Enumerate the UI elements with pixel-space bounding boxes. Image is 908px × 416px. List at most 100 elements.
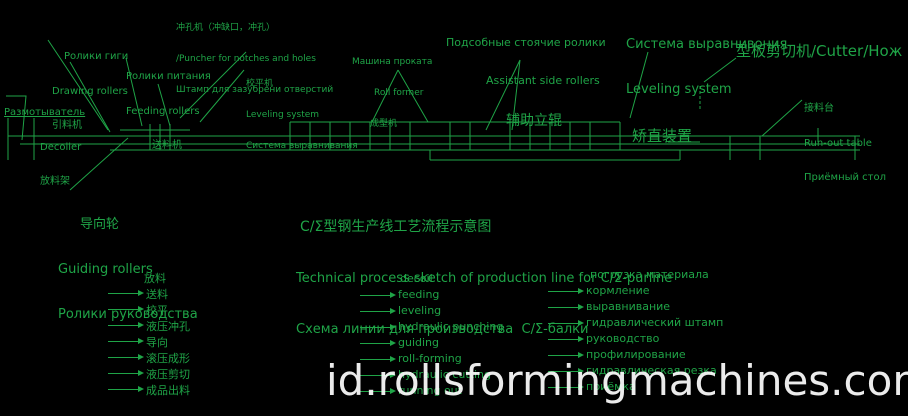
legend-ru-item: гидравлический штамп [586,316,724,329]
decoiler-label: Размотыватель Decoiler 放料架 [4,84,85,199]
arrow-icon [548,384,584,390]
roll-former-label-cn: 成型机 [370,118,398,129]
arrow-icon [108,354,144,360]
legend-ru-row: гидравлическая резка [548,364,717,380]
arrow-icon [548,368,584,374]
guiding-rollers-label-cn: 导向轮 [80,216,120,232]
roll-former-label-en: Roll former [374,87,424,98]
legend-ru-item: профилирование [586,348,686,361]
leveling-small-label-cn: 校平机 [246,78,274,89]
drawing-rollers-label-cn: 引料机 [52,120,82,131]
legend-cn-row: 液压剪切 [108,366,190,382]
arrow-icon [108,338,144,344]
cutter-label: 型板剪切机/Cutter/Нож [736,42,903,60]
decoiler-label-en: Decoiler [40,141,82,153]
legend-en-row: guiding [360,336,439,352]
diagram-title-cn: C/Σ型钢生产线工艺流程示意图 [300,218,492,235]
arrow-icon [108,370,144,376]
runout-label: 接料台 Run-out table Приёмный стол [804,80,886,195]
legend-en-item: guiding [398,336,440,349]
decoiler-label-ru: Размотыватель [4,107,86,118]
legend-ru-row: выравнивание [548,300,709,316]
side-rollers-label-ru: Подсобные стоячие ролики [446,36,606,50]
watermark: id.rollsformingmachines.com [326,356,908,405]
side-rollers-label: Подсобные стоячие ролики Assistant side … [446,12,606,142]
leveling-big-label-ru: Система выравнивония [626,36,788,52]
feeding-rollers-label: Ролики питания Feeding rollers 送料机 [126,48,211,163]
legend-en-row: feeding [360,288,439,304]
legend-cn-row: 液压冲孔 [108,318,190,334]
legend-cn-item: 导向 [146,336,168,349]
legend-ru-item: приёмка [586,380,636,393]
legend-cn-row: 校平 [108,302,168,318]
legend-ru-row: приёмка [548,380,709,396]
legend-cn-row: 送料 [108,286,168,302]
legend-en-row: hydraulic cutting [360,368,491,384]
legend-en-item: hydraulic punching [398,320,504,333]
arrow-icon [108,386,144,392]
legend-cn-item: 送料 [146,288,168,301]
arrow-icon [360,340,396,346]
roll-former-label: Машина проката Roll former 成型机 [352,36,432,139]
legend-en-row: leveling [360,304,441,320]
arrow-icon [548,352,584,358]
legend-en-item: running out [398,384,462,397]
leveling-big-label-cn: 矫直装置 [632,126,693,145]
legend-ru: погрузка материала кормление выравнивани… [548,268,723,396]
runout-label-cn: 接料台 [804,103,834,114]
arrow-icon [108,322,144,328]
arrow-icon [360,372,396,378]
guiding-rollers-label: 导向轮 Guiding rollers Ролики руководства [58,188,198,337]
guiding-rollers-label-ru: Ролики руководства [58,306,198,322]
puncher-label-ru: Штамп для зазубрени отверстий [176,84,334,95]
side-rollers-label-cn: 辅助立辊 [506,113,562,130]
legend-en-row: running out [360,384,462,400]
arrow-icon [548,304,584,310]
arrow-icon [360,324,396,330]
legend-en-row: roll-forming [360,352,462,368]
arrow-icon [108,306,144,312]
arrow-icon [360,292,396,298]
roll-former-label-ru: Машина проката [352,56,433,67]
legend-ru-row: гидравлический штамп [548,316,723,332]
diagram-title-en: Technical process sketch of production l… [296,270,673,286]
legend-cn-item: 成品出料 [146,384,190,397]
legend-cn: 放料 送料 校平 液压冲孔 导向 滚压成形 液压剪切 成品出料 [108,270,190,398]
arrow-icon [360,388,396,394]
arrow-icon [108,290,144,296]
diagram-title: C/Σ型钢生产线工艺流程示意图 Technical process sketch… [296,182,672,357]
arrow-icon [360,308,396,314]
legend-ru-item: гидравлическая резка [586,364,717,377]
puncher-label-cn: 冲孔机（冲缺口，冲孔） [176,22,276,33]
legend-en-item: decoil [400,272,433,285]
diagram-title-ru: Схема линии для производства C/Σ-балки [296,322,589,338]
leveling-small-label: 校平机 Leveling system Система выравнивания [246,58,358,161]
drawing-rollers-label-ru: Ролики гиги [64,51,129,62]
legend-en: decoil feeding leveling hydraulic punchi… [360,272,503,400]
legend-en-row: hydraulic punching [360,320,503,336]
legend-ru-row: профилирование [548,348,709,364]
legend-ru-item: погрузка материала [590,268,709,281]
legend-cn-item: 校平 [146,304,168,317]
legend-en-item: roll-forming [398,352,462,365]
feeding-rollers-label-cn: 送料机 [152,140,182,151]
feeding-rollers-label-ru: Ролики питания [126,71,211,82]
arrow-icon [548,288,584,294]
legend-cn-item: 放料 [144,272,166,285]
leveling-big-label: Система выравнивония Leveling system 矫直装… [626,8,787,160]
legend-en-item: feeding [398,288,440,301]
legend-en-item: leveling [398,304,442,317]
legend-ru-item: кормление [586,284,650,297]
legend-ru-item: руководство [586,332,660,345]
arrow-icon [360,356,396,362]
legend-cn-row: 滚压成形 [108,350,190,366]
legend-cn-item: 滚压成形 [146,352,190,365]
arrow-icon [548,320,584,326]
puncher-label-en: /Puncher for notches and holes [176,53,316,64]
drawing-rollers-label-en: Drawing rollers [52,85,128,97]
legend-cn-item: 液压剪切 [146,368,190,381]
leveling-small-label-en: Leveling system [246,109,320,120]
legend-ru-item: выравнивание [586,300,671,313]
legend-en-item: hydraulic cutting [398,368,492,381]
